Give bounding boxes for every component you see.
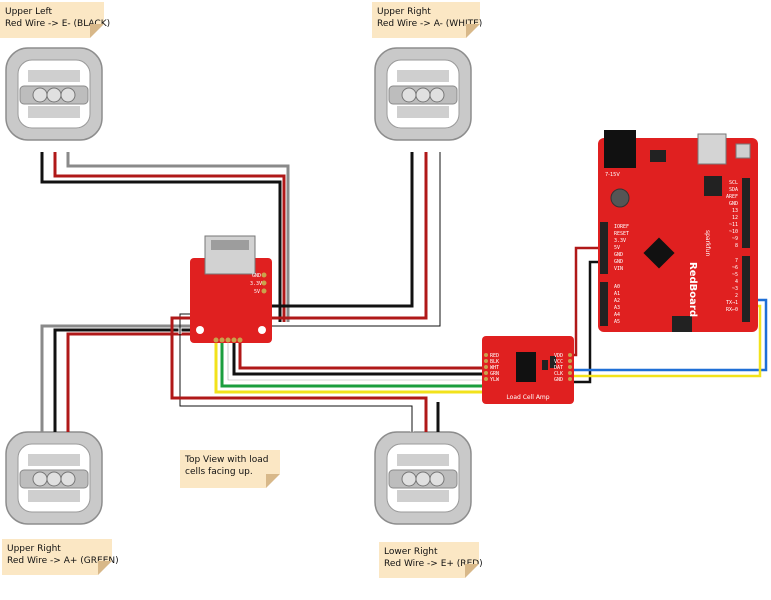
note-top-view: Top View with load cells facing up. bbox=[180, 450, 280, 488]
rb-pin-scl: SCL bbox=[729, 180, 738, 186]
rb-pin-3: ~3 bbox=[732, 286, 738, 292]
amp-pin-ylw: YLW bbox=[490, 377, 500, 383]
wires-combinator-to-amp bbox=[214, 342, 486, 394]
power-jack-label: 7-15V bbox=[605, 172, 620, 178]
rb-pin-6: ~6 bbox=[732, 265, 738, 271]
rb-pin-11: ~11 bbox=[729, 222, 738, 228]
amp-pin-blk: BLK bbox=[490, 359, 499, 365]
amp-pin-red: RED bbox=[490, 353, 499, 359]
rb-pin-a2: A2 bbox=[614, 298, 620, 304]
load-cell-upper-left bbox=[5, 47, 103, 141]
combinator-pin-3v3: 3.3V bbox=[250, 281, 262, 287]
load-combinator-board: GND 3.3V 5V bbox=[190, 235, 272, 343]
rb-pin-gnd2: GND bbox=[614, 259, 623, 265]
note-top-view-line2: cells facing up. bbox=[185, 467, 253, 477]
note-lower-left-text: Red Wire -> A+ (GREEN) bbox=[7, 556, 119, 566]
note-upper-left-title: Upper Left bbox=[5, 7, 53, 17]
amp-board-label: Load Cell Amp bbox=[506, 394, 549, 401]
rb-pin-reset: RESET bbox=[614, 231, 629, 237]
rb-pin-5: ~5 bbox=[732, 272, 738, 278]
rb-pin-10: ~10 bbox=[729, 229, 738, 235]
load-cell-lower-right bbox=[374, 431, 472, 525]
redboard: 7-15V RedBoard sparkfun IOREF RESET 3.3V… bbox=[598, 130, 758, 332]
combinator-pin-gnd: GND bbox=[252, 273, 261, 279]
redboard-brand: RedBoard bbox=[687, 262, 698, 317]
amp-pin-clk: CLK bbox=[554, 371, 563, 377]
redboard-maker: sparkfun bbox=[704, 230, 711, 256]
rb-pin-2: 2 bbox=[735, 293, 738, 299]
wires-lower-right bbox=[170, 312, 440, 432]
rb-pin-9: ~9 bbox=[732, 236, 738, 242]
note-top-view-line1: Top View with load bbox=[185, 455, 269, 465]
rb-pin-7: 7 bbox=[735, 258, 738, 264]
rb-pin-a0: A0 bbox=[614, 284, 620, 290]
note-lower-left: Upper Right Red Wire -> A+ (GREEN) bbox=[2, 539, 119, 575]
load-cell-upper-right bbox=[374, 47, 472, 141]
amp-pin-vcc: VCC bbox=[554, 359, 563, 365]
rb-pin-a4: A4 bbox=[614, 312, 620, 318]
rb-pin-4: 4 bbox=[735, 279, 738, 285]
amp-pin-wht: WHT bbox=[490, 365, 499, 371]
rb-pin-tx: TX→1 bbox=[726, 300, 738, 306]
note-upper-right: Upper Right Red Wire -> A- (WHITE) bbox=[372, 2, 483, 38]
rb-pin-vin: VIN bbox=[614, 266, 623, 272]
load-cell-amp-board: RED BLK WHT GRN YLW VDD VCC DAT CLK GND … bbox=[482, 336, 574, 404]
rb-pin-rx: RX←0 bbox=[726, 307, 738, 313]
note-lower-right: Lower Right Red Wire -> E+ (RED) bbox=[379, 542, 483, 578]
rb-pin-5v: 5V bbox=[614, 245, 620, 251]
rb-pin-3v3: 3.3V bbox=[614, 238, 626, 244]
rb-pin-gnd1: GND bbox=[614, 252, 623, 258]
rb-pin-8: 8 bbox=[735, 243, 738, 249]
note-upper-left-text: Red Wire -> E- (BLACK) bbox=[5, 19, 111, 29]
rb-pin-12: 12 bbox=[732, 215, 738, 221]
rb-pin-gnd3: GND bbox=[729, 201, 738, 207]
amp-pin-gnd: GND bbox=[554, 377, 563, 383]
amp-pin-grn: GRN bbox=[490, 371, 499, 377]
wires-lower-left bbox=[40, 324, 214, 432]
rb-pin-a5: A5 bbox=[614, 319, 620, 325]
rb-pin-a3: A3 bbox=[614, 305, 620, 311]
rb-pin-aref: AREF bbox=[726, 194, 738, 200]
reset-button bbox=[735, 143, 751, 159]
load-cell-lower-left bbox=[5, 431, 103, 525]
note-lower-right-text: Red Wire -> E+ (RED) bbox=[384, 559, 483, 569]
rb-pin-sda: SDA bbox=[729, 187, 738, 193]
note-upper-right-title: Upper Right bbox=[377, 7, 431, 17]
note-lower-left-title: Upper Right bbox=[7, 544, 61, 554]
rb-pin-ioref: IOREF bbox=[614, 224, 629, 230]
rb-pin-a1: A1 bbox=[614, 291, 620, 297]
note-lower-right-title: Lower Right bbox=[384, 547, 438, 557]
amp-pin-dat: DAT bbox=[554, 365, 563, 371]
amp-pin-vdd: VDD bbox=[554, 353, 563, 359]
wires-upper-left bbox=[40, 152, 290, 322]
rb-pin-13: 13 bbox=[732, 208, 738, 214]
power-jack bbox=[604, 130, 636, 168]
note-upper-left: Upper Left Red Wire -> E- (BLACK) bbox=[0, 2, 111, 38]
combinator-pin-5v: 5V bbox=[254, 289, 260, 295]
note-upper-right-text: Red Wire -> A- (WHITE) bbox=[377, 19, 483, 29]
usb-connector bbox=[697, 133, 727, 165]
